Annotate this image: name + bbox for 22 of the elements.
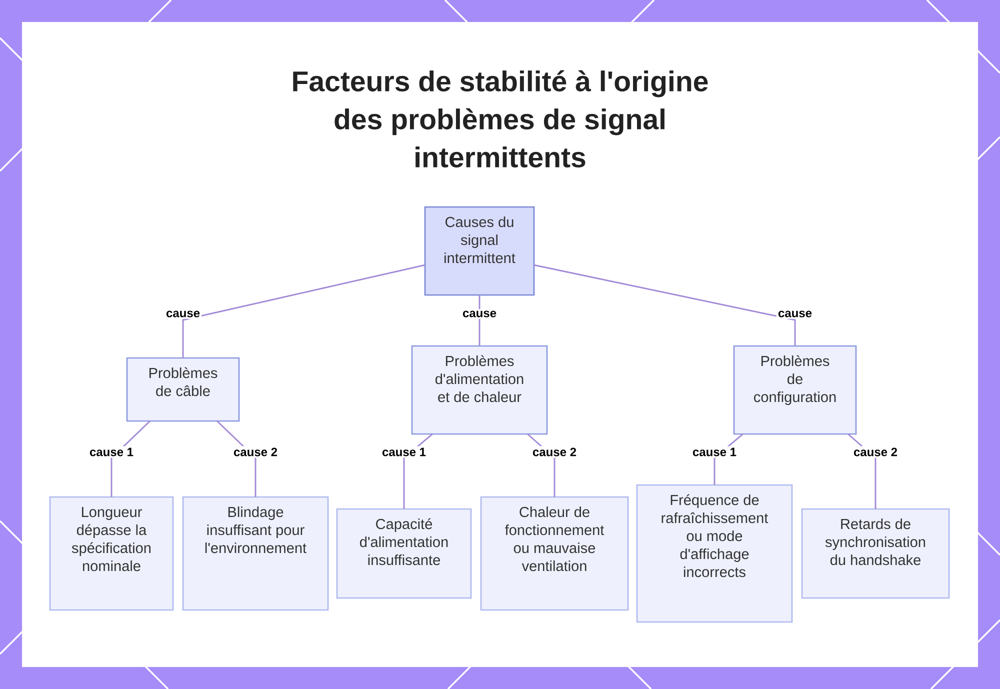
edge-label: cause 1	[690, 446, 738, 458]
category-box: Problèmes de configuration	[733, 345, 857, 435]
title: Facteurs de stabilité à l'origine des problèmes de signal intermittents	[293, 70, 708, 168]
edge-label: cause	[460, 309, 498, 319]
edge-label: cause 2	[530, 446, 578, 458]
edge-label: cause 1	[380, 446, 428, 458]
cause-box: Fréquence de rafraîchissement ou mode d'affichage incorrects	[636, 484, 793, 623]
edge-label: cause 2	[852, 446, 900, 458]
connector	[182, 264, 426, 358]
edge-label: cause 2	[232, 446, 280, 458]
edge-label: cause 1	[88, 446, 136, 458]
root-box: Causes du signal intermittent	[424, 206, 535, 296]
cause-box: Longueur dépasse la spécification nominale	[49, 496, 174, 611]
edge-label: cause	[164, 309, 202, 319]
cause-box: Retards de synchronisation du handshake	[801, 508, 950, 599]
edge-label: cause	[776, 309, 814, 319]
cause-box: Capacité d'alimentation insuffisante	[336, 508, 472, 599]
cause-box: Chaleur de fonctionnement ou mauvaise ventilation	[480, 496, 629, 611]
cause-box: Blindage insuffisant pour l'environnement	[182, 496, 329, 611]
category-box: Problèmes de câble	[126, 357, 240, 422]
category-box: Problèmes d'alimentation et de chaleur	[411, 345, 548, 435]
connector	[534, 264, 796, 346]
